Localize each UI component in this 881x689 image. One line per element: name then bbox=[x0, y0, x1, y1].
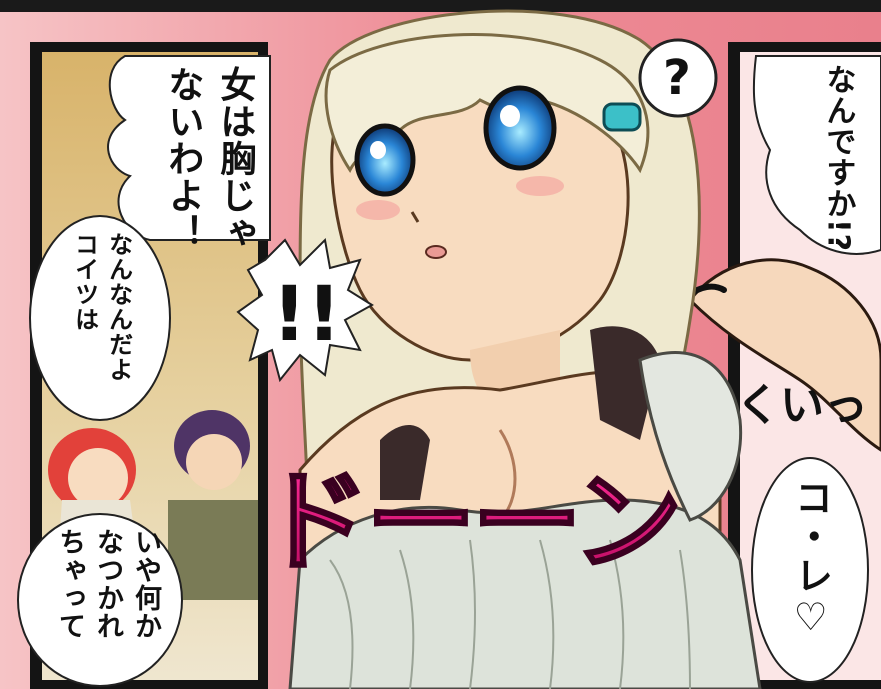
question-mark: ? bbox=[663, 50, 691, 106]
blonde-girl bbox=[288, 9, 762, 689]
bubble-right-top-line1: なんですか!? bbox=[820, 64, 856, 253]
mouth bbox=[425, 245, 447, 259]
bubble-left-bottom-shape bbox=[17, 513, 183, 687]
dress bbox=[288, 498, 762, 689]
left-eye bbox=[354, 123, 416, 197]
sfx-kui: くいっ bbox=[736, 380, 868, 431]
bubble-right-bottom-line1: コ・レ♡ bbox=[788, 478, 833, 640]
bubble-left-bottom-line2: なつかれ bbox=[92, 528, 124, 640]
sfx-doon: ドーーン bbox=[260, 458, 679, 586]
hand bbox=[687, 258, 881, 452]
bubble-left-small-shape bbox=[29, 215, 171, 421]
top-panel-border bbox=[0, 0, 881, 12]
bubble-right-bottom-shape bbox=[751, 457, 869, 683]
bubble-left-small-line1: なんなんだよ bbox=[104, 232, 133, 382]
bubble-left-bottom-line3: ちゃって bbox=[54, 528, 86, 640]
bubble-left-main-line2: ないわよ！ bbox=[162, 66, 204, 251]
exclaim-burst-shape bbox=[236, 237, 374, 383]
bubble-left-bottom-line1: いや何か bbox=[130, 528, 162, 640]
right-eye bbox=[483, 85, 557, 171]
question-bubble-shape bbox=[638, 38, 718, 118]
bubble-right-top-shape bbox=[752, 55, 881, 255]
hair-clip bbox=[602, 102, 642, 132]
dark-haired-boy bbox=[168, 410, 258, 600]
sfx-exclaim: !! bbox=[272, 269, 341, 358]
bubble-left-small-line2: コイツは bbox=[70, 232, 99, 332]
bubble-left-main-line1: 女は胸じゃ bbox=[214, 66, 256, 251]
